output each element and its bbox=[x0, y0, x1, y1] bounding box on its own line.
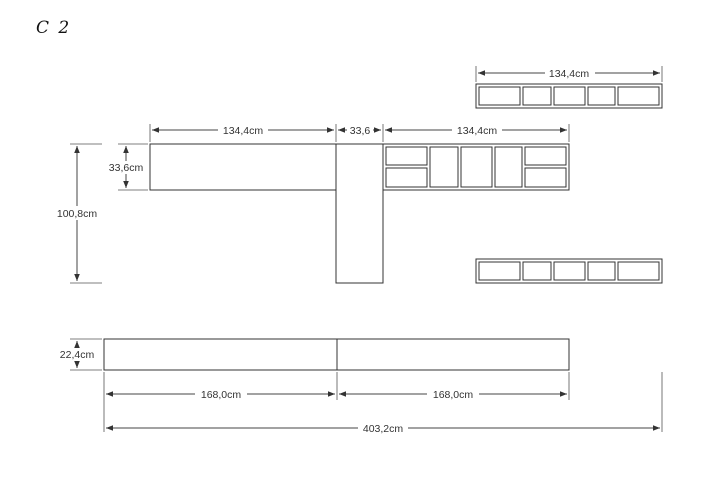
base-height-dimension: 22,4cm bbox=[56, 338, 102, 371]
tower-height-dimension: 100,8cm bbox=[54, 143, 102, 284]
base-left-width-label: 168,0cm bbox=[201, 389, 242, 401]
lower-wall-shelf bbox=[475, 258, 663, 284]
right-cabinet-width-label: 134,4cm bbox=[457, 125, 498, 137]
right-cabinet-width-dimension: 134,4cm bbox=[385, 123, 570, 142]
cabinet-height-dimension: 33,6cm bbox=[106, 143, 148, 191]
top-wall-shelf bbox=[475, 83, 663, 109]
top-shelf-width-label: 134,4cm bbox=[549, 68, 590, 80]
base-unit bbox=[103, 338, 570, 371]
base-height-label: 22,4cm bbox=[60, 349, 95, 361]
tower-width-label: 33,6 bbox=[350, 125, 371, 137]
total-width-label: 403,2cm bbox=[363, 423, 404, 435]
central-tower bbox=[335, 143, 384, 284]
top-shelf-width-dimension: 134,4cm bbox=[475, 66, 663, 82]
tower-height-label: 100,8cm bbox=[57, 208, 98, 220]
left-upper-cabinet bbox=[149, 143, 337, 191]
total-width-dimension: 403,2cm bbox=[106, 372, 663, 435]
drawing-title: C 2 bbox=[36, 18, 72, 38]
right-upper-cabinet bbox=[382, 143, 570, 191]
cabinet-height-label: 33,6cm bbox=[109, 162, 144, 174]
base-right-width-label: 168,0cm bbox=[433, 389, 474, 401]
tower-width-dimension: 33,6 bbox=[338, 123, 384, 142]
left-cabinet-width-dimension: 134,4cm bbox=[149, 123, 337, 142]
base-segment-dimensions: 168,0cm 168,0cm bbox=[103, 372, 570, 432]
left-cabinet-width-label: 134,4cm bbox=[223, 125, 264, 137]
